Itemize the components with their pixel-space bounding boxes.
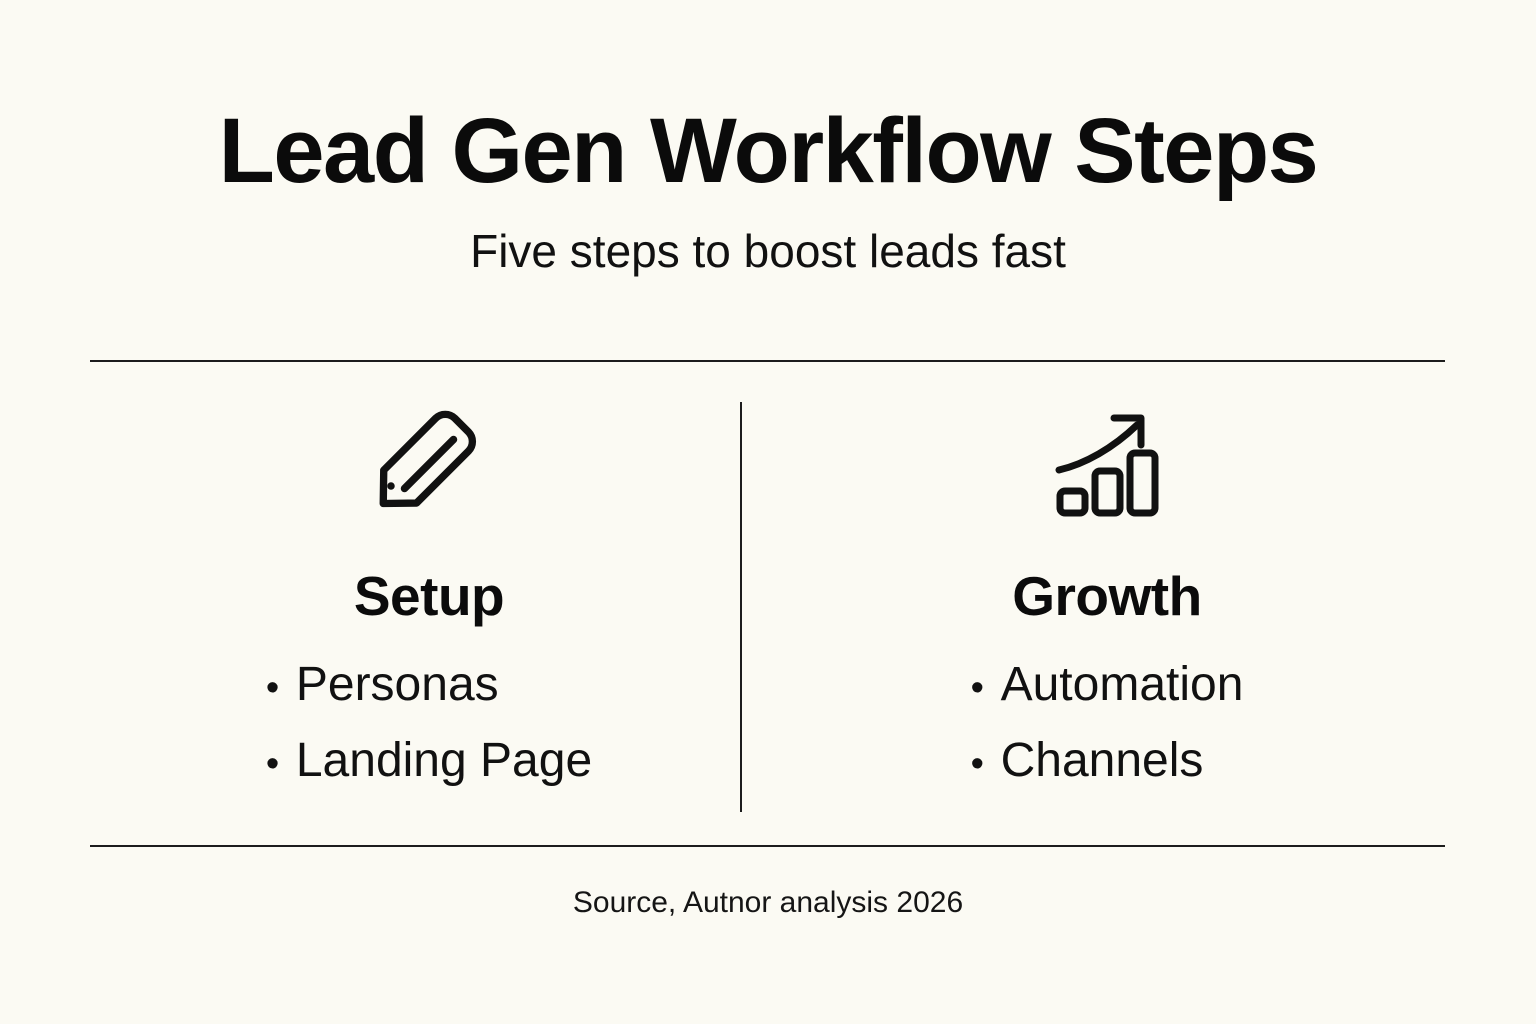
bullet-marker-icon: •	[265, 666, 280, 709]
list-item: • Personas	[265, 657, 592, 711]
divider-bottom	[90, 845, 1445, 847]
column-divider	[740, 402, 742, 812]
page-subtitle: Five steps to boost leads fast	[470, 224, 1066, 277]
bullet-label: Automation	[1000, 657, 1244, 711]
list-item: • Landing Page	[265, 733, 593, 787]
pencil-icon	[373, 408, 485, 520]
column-setup: Setup • Personas • Landing Page	[90, 402, 768, 814]
bullet-list-growth: • Automation • Channels	[970, 657, 1244, 787]
bullet-label: Personas	[295, 657, 499, 711]
list-item: • Automation	[970, 657, 1244, 711]
page-title: Lead Gen Workflow Steps	[218, 100, 1319, 202]
column-heading-setup: Setup	[353, 565, 505, 627]
column-heading-growth: Growth	[1012, 565, 1202, 627]
bullet-label: Channels	[1000, 733, 1204, 787]
list-item: • Channels	[970, 733, 1244, 787]
bullet-label: Landing Page	[295, 733, 593, 787]
bullet-marker-icon: •	[265, 742, 280, 785]
growth-chart-icon	[1051, 408, 1163, 520]
header-block: Lead Gen Workflow Steps Five steps to bo…	[0, 100, 1536, 277]
column-growth: Growth • Automation • Channels	[768, 402, 1446, 814]
columns-container: Setup • Personas • Landing Page	[90, 402, 1446, 814]
bullet-marker-icon: •	[970, 742, 984, 785]
footer-block: Source, Autnor analysis 2026	[0, 885, 1536, 921]
source-note: Source, Autnor analysis 2026	[572, 886, 964, 919]
divider-top	[90, 360, 1445, 362]
bullet-marker-icon: •	[970, 666, 984, 709]
bullet-list-setup: • Personas • Landing Page	[265, 657, 593, 787]
